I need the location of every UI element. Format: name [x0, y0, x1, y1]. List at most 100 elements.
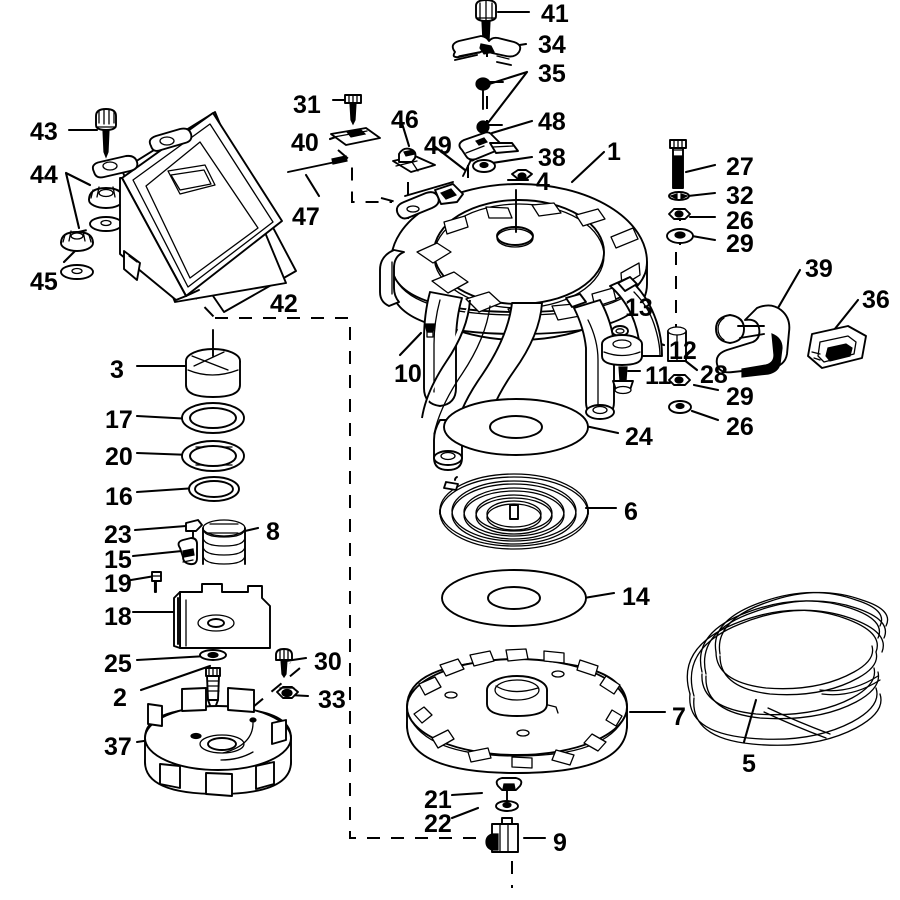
part-40-clip	[330, 127, 381, 146]
part-36-insert	[807, 325, 867, 369]
callout-cam-plate-18: 18	[104, 603, 132, 631]
callout-anchor-9: 9	[553, 829, 567, 857]
part-26-nut-lower	[668, 400, 692, 414]
callout-clip-40: 40	[291, 129, 319, 157]
callout-recoil-spring-6: 6	[624, 498, 638, 526]
callout-starter-housing-1: 1	[607, 138, 621, 166]
callout-spring-rod-47: 47	[292, 203, 320, 231]
part-32-lock-washer	[668, 191, 690, 201]
part-7-pulley	[406, 648, 628, 774]
part-38-washer	[472, 159, 496, 173]
part-14-plate	[441, 569, 587, 627]
callout-o-ring-13: 13	[625, 294, 653, 322]
callout-pin-49: 49	[424, 132, 452, 160]
callout-screw-21: 21	[424, 786, 452, 814]
part-19-pin	[151, 571, 162, 593]
callout-handle-39: 39	[805, 255, 833, 283]
callout-grommet-44: 44	[30, 161, 58, 189]
part-1-starter-housing	[379, 181, 663, 471]
callout-bushing-12: 12	[669, 337, 697, 365]
part-44-washer	[89, 216, 123, 232]
part-18-cam-plate	[173, 583, 271, 649]
callout-lock-washer-32: 32	[726, 182, 754, 210]
callout-insert-36: 36	[862, 286, 890, 314]
callout-bracket-46: 46	[391, 106, 419, 134]
part-10-screw	[424, 323, 436, 338]
part-30-screw	[275, 648, 293, 679]
part-46-bracket	[392, 147, 436, 173]
part-22-washer	[495, 800, 519, 812]
part-3-bushing	[185, 329, 241, 398]
part-12-bushing	[601, 334, 643, 366]
part-43-screw	[95, 108, 117, 159]
part-21-screw	[495, 777, 523, 803]
callout-washer-38: 38	[538, 144, 566, 172]
callout-mounting-bracket-42: 42	[270, 290, 298, 318]
callout-spacer-28: 28	[700, 361, 728, 389]
part-33-nut	[276, 686, 299, 699]
callout-bolt-27: 27	[726, 153, 754, 181]
callout-screw-31: 31	[293, 91, 321, 119]
callout-pin-19: 19	[104, 570, 132, 598]
callout-plate-14: 14	[622, 583, 650, 611]
callout-bushing-3: 3	[110, 356, 124, 384]
part-15-pawl	[177, 537, 198, 566]
callout-lever-48: 48	[538, 108, 566, 136]
part-5-starter-rope	[686, 591, 889, 746]
part-2-screw	[205, 667, 221, 709]
callout-nut-26b: 26	[726, 413, 754, 441]
part-45-grommet	[60, 230, 94, 252]
part-29-washer	[666, 228, 694, 244]
part-6-recoil-spring	[439, 473, 589, 550]
callout-screw-30: 30	[314, 648, 342, 676]
part-24-plate	[443, 398, 589, 456]
callout-screw-43: 43	[30, 118, 58, 146]
callout-pawl-15: 15	[104, 546, 132, 574]
callout-nut-26: 26	[726, 207, 754, 235]
callout-screw-10: 10	[394, 360, 422, 388]
callout-pin-35: 35	[538, 60, 566, 88]
part-26-nut	[668, 208, 691, 220]
callout-pulley-7: 7	[672, 703, 686, 731]
part-42-mounting-bracket	[91, 111, 297, 313]
part-20-seal	[181, 440, 245, 472]
callout-spring-8: 8	[266, 518, 280, 546]
part-44-grommet	[88, 186, 124, 209]
part-16-washer	[188, 476, 240, 502]
part-29-washer-lower	[668, 374, 691, 386]
part-28-spacer	[667, 326, 687, 362]
callout-pawl-arm-34: 34	[538, 31, 566, 59]
callout-nut-33: 33	[318, 686, 346, 714]
callout-screw-2: 2	[113, 684, 127, 712]
part-4-nut	[511, 169, 533, 180]
part-37-cup	[144, 687, 292, 797]
part-39-handle	[715, 304, 791, 378]
callout-washer-29b: 29	[726, 383, 754, 411]
part-47-spring-rod	[287, 155, 348, 173]
part-48-lever	[458, 131, 519, 161]
callout-clip-23: 23	[104, 521, 132, 549]
part-34-pawl-arm	[451, 35, 522, 66]
callout-washer-45: 45	[30, 268, 58, 296]
callout-starter-rope-5: 5	[742, 750, 756, 778]
callout-washer-25: 25	[104, 650, 132, 678]
callout-stud-11: 11	[645, 362, 672, 390]
callout-nut-4: 4	[536, 168, 550, 196]
part-11-stud	[612, 366, 634, 395]
callout-seal-20: 20	[105, 443, 133, 471]
part-31-screw	[344, 94, 362, 126]
callout-screw-41: 41	[541, 0, 569, 28]
part-9-anchor	[485, 817, 519, 853]
part-17-washer	[181, 402, 245, 434]
part-45-washer	[60, 264, 94, 280]
callout-cup-37: 37	[104, 733, 132, 761]
callout-washer-22: 22	[424, 810, 452, 838]
part-25-washer	[199, 649, 227, 661]
part-27-bolt	[669, 139, 687, 189]
part-35-pin-upper	[475, 77, 504, 110]
callout-washer-16: 16	[105, 483, 133, 511]
callout-washer-17: 17	[105, 406, 133, 434]
callout-washer-29: 29	[726, 230, 754, 258]
